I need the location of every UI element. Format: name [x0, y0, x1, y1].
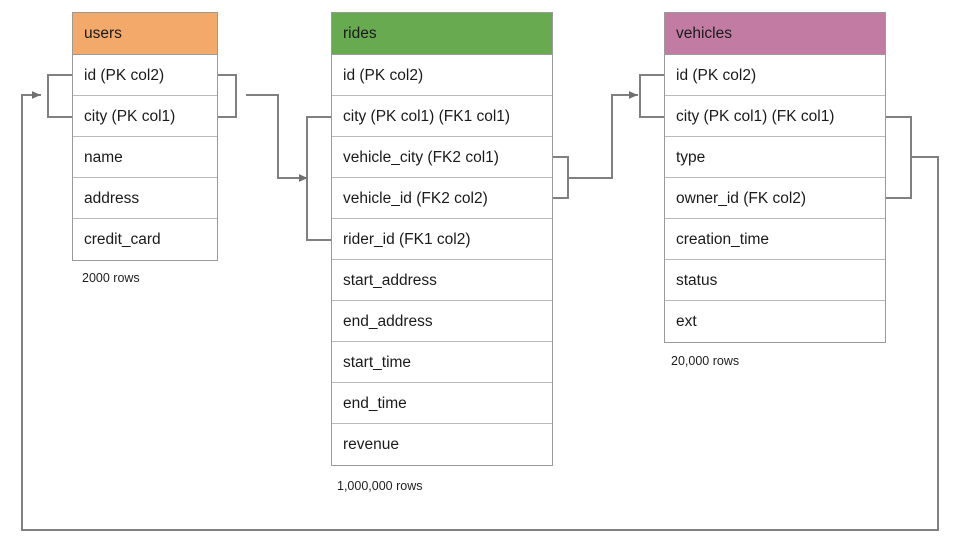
entity-vehicles-title: vehicles	[665, 13, 885, 55]
entity-users-title: users	[73, 13, 217, 55]
entity-vehicles-field-creation-time[interactable]: creation_time	[665, 219, 885, 260]
relationship-vehicles-to-users-bracket	[885, 116, 912, 199]
entity-rides-row-count: 1,000,000 rows	[337, 479, 423, 493]
entity-rides-title: rides	[332, 13, 552, 55]
entity-rides-field-end-address[interactable]: end_address	[332, 301, 552, 342]
relationship-vehicles-to-users-path	[21, 91, 939, 531]
relationship-rides-to-vehicles-bracket	[552, 156, 569, 199]
users-left-bracket	[47, 74, 73, 118]
entity-rides-field-revenue[interactable]: revenue	[343, 436, 400, 453]
entity-users[interactable]: users id (PK col2) city (PK col1) name a…	[72, 12, 218, 261]
entity-rides-field-city[interactable]: city (PK col1) (FK1 col1)	[332, 96, 552, 137]
entity-rides-field-vehicle-city[interactable]: vehicle_city (FK2 col1)	[332, 137, 552, 178]
entity-rides-field-rider-id[interactable]: rider_id (FK1 col2)	[332, 219, 552, 260]
entity-users-field-address[interactable]: address	[73, 178, 217, 219]
relationship-rides-to-users-bracket	[306, 116, 332, 241]
relationship-rides-to-vehicles-path	[567, 91, 638, 179]
entity-vehicles-field-type[interactable]: type	[665, 137, 885, 178]
entity-vehicles-field-city[interactable]: city (PK col1) (FK col1)	[665, 96, 885, 137]
entity-rides-field-start-address[interactable]: start_address	[332, 260, 552, 301]
entity-users-field-name[interactable]: name	[73, 137, 217, 178]
entity-rides-field-end-time[interactable]: end_time	[332, 383, 552, 424]
entity-rides[interactable]: rides id (PK col2) city (PK col1) (FK1 c…	[331, 12, 553, 466]
entity-users-field-city[interactable]: city (PK col1)	[73, 96, 217, 137]
entity-rides-field-id[interactable]: id (PK col2)	[332, 55, 552, 96]
entity-vehicles-row-count: 20,000 rows	[671, 354, 740, 368]
entity-vehicles-field-id[interactable]: id (PK col2)	[665, 55, 885, 96]
entity-rides-field-vehicle-id[interactable]: vehicle_id (FK2 col2)	[332, 178, 552, 219]
entity-users-field-id[interactable]: id (PK col2)	[73, 55, 217, 96]
entity-vehicles[interactable]: vehicles id (PK col2) city (PK col1) (FK…	[664, 12, 886, 343]
vehicles-left-bracket	[639, 74, 665, 118]
relationship-rides-to-users-path	[246, 94, 308, 182]
entity-users-row-count: 2000 rows	[82, 271, 140, 285]
entity-vehicles-field-ext[interactable]: ext	[676, 313, 697, 330]
entity-vehicles-field-status[interactable]: status	[665, 260, 885, 301]
users-right-bracket	[217, 74, 237, 118]
entity-vehicles-field-owner-id[interactable]: owner_id (FK col2)	[665, 178, 885, 219]
entity-users-field-credit-card[interactable]: credit_card	[84, 231, 161, 248]
entity-rides-field-start-time[interactable]: start_time	[332, 342, 552, 383]
